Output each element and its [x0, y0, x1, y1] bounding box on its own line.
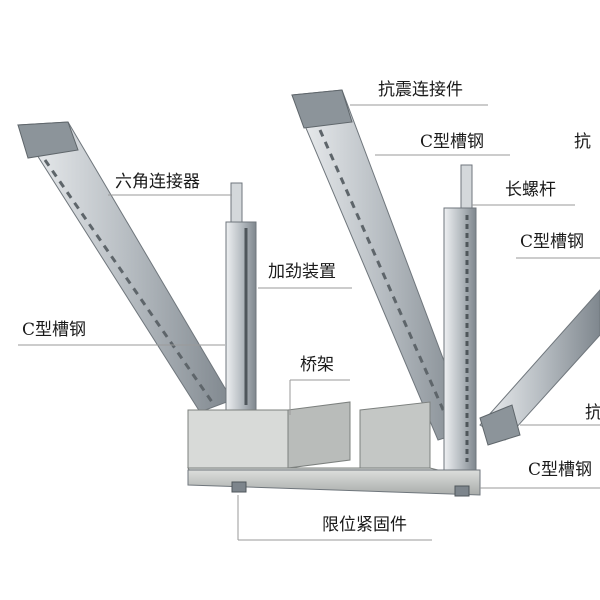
left-diagonal-c-channel: [17, 121, 233, 413]
cable-tray: [187, 401, 471, 481]
label-stiffener: 加劲装置: [268, 262, 336, 282]
label-long-screw: 长螺杆: [505, 180, 556, 200]
label-seismic-connector-cut: 抗: [574, 132, 591, 152]
label-c-channel-bottom-right: C型槽钢: [528, 460, 593, 480]
middle-vertical-rod-assembly: [443, 164, 477, 471]
label-seismic-connector-right-cut: 抗: [585, 403, 600, 423]
bottom-c-channel: [187, 469, 481, 497]
right-diagonal-c-channel: [479, 289, 600, 446]
label-c-channel-right: C型槽钢: [520, 232, 585, 252]
label-c-channel-left: C型槽钢: [22, 320, 87, 340]
label-c-channel-top-mid: C型槽钢: [420, 132, 485, 152]
label-hex-connector: 六角连接器: [115, 172, 200, 192]
label-limit-fastener: 限位紧固件: [322, 515, 407, 535]
label-seismic-connector: 抗震连接件: [378, 80, 463, 100]
label-cable-tray: 桥架: [300, 355, 334, 375]
left-vertical-rod-assembly: [225, 182, 257, 413]
leader-lines: [18, 104, 600, 541]
